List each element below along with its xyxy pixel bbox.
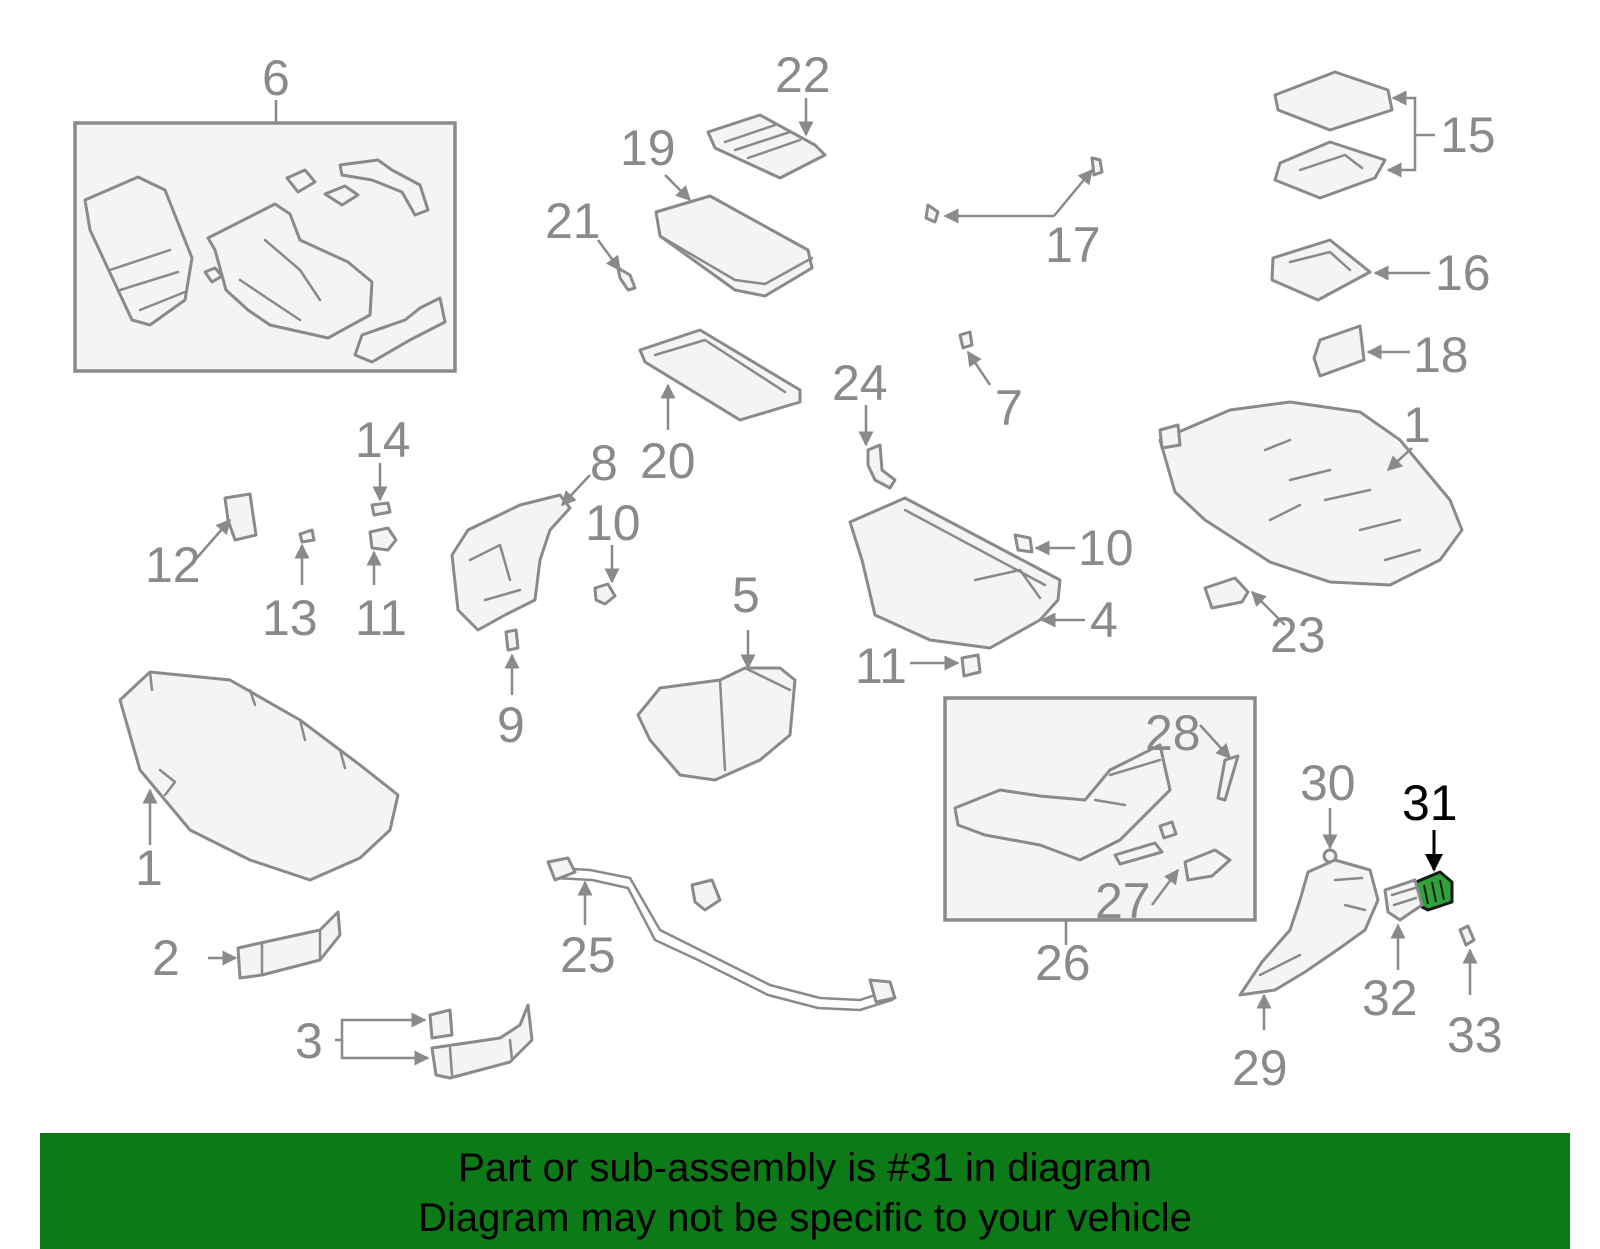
callout-29: 29 [1232, 1040, 1288, 1096]
part-17 [924, 156, 1104, 224]
console-assembly-box [73, 100, 457, 373]
callout-3: 3 [295, 1013, 323, 1069]
part-20 [638, 328, 802, 422]
callout-14: 14 [355, 412, 411, 468]
callout-28: 28 [1145, 705, 1201, 761]
callout-10-left: 10 [585, 495, 641, 551]
part-15 [1273, 70, 1394, 200]
callout-1-upper: 1 [1403, 397, 1431, 453]
callout-1-lower: 1 [135, 840, 163, 896]
callout-13: 13 [262, 590, 318, 646]
part-2 [236, 910, 342, 980]
info-banner: Part or sub-assembly is #31 in diagram D… [40, 1133, 1570, 1249]
console-duct-box [943, 696, 1257, 945]
callout-25: 25 [560, 927, 616, 983]
part-7 [958, 330, 974, 350]
part-33 [1458, 924, 1476, 947]
callout-5: 5 [732, 567, 760, 623]
part-23 [1203, 576, 1250, 610]
callout-18: 18 [1413, 327, 1469, 383]
part-9 [504, 628, 520, 652]
callout-32: 32 [1362, 970, 1418, 1026]
part-8 [450, 493, 572, 632]
callout-2: 2 [152, 930, 180, 986]
callout-23: 23 [1270, 607, 1326, 663]
callout-15: 15 [1440, 107, 1496, 163]
callout-4: 4 [1090, 592, 1118, 648]
callout-8: 8 [590, 435, 618, 491]
callout-6: 6 [262, 50, 290, 106]
callout-21: 21 [545, 193, 601, 249]
callout-19: 19 [620, 120, 676, 176]
callout-27: 27 [1095, 873, 1151, 929]
part-1-lower [118, 670, 400, 882]
part-24 [866, 443, 897, 490]
part-10-right [1013, 533, 1034, 554]
callout-33: 33 [1447, 1007, 1503, 1063]
callout-30: 30 [1300, 755, 1356, 811]
callout-10-right: 10 [1078, 520, 1134, 576]
part-32 [1383, 878, 1424, 922]
banner-line-2: Diagram may not be specific to your vehi… [418, 1196, 1192, 1240]
part-10-left [593, 582, 617, 606]
banner-line-1: Part or sub-assembly is #31 in diagram [458, 1146, 1152, 1190]
part-11-right [960, 653, 982, 678]
callout-26: 26 [1035, 935, 1091, 991]
small-parts-left [223, 492, 398, 552]
callout-17: 17 [1045, 217, 1101, 273]
part-25 [546, 856, 897, 1012]
callout-16: 16 [1435, 245, 1491, 301]
callout-11-left: 11 [355, 590, 407, 646]
part-22 [706, 113, 827, 180]
part-3 [428, 1003, 534, 1080]
part-1-upper [1158, 400, 1464, 587]
callout-9: 9 [497, 697, 525, 753]
callout-7: 7 [995, 380, 1023, 436]
part-5 [636, 666, 797, 782]
part-29 [1238, 858, 1380, 997]
part-21 [616, 266, 637, 292]
part-18 [1312, 324, 1366, 378]
callout-12: 12 [145, 537, 201, 593]
part-4 [848, 496, 1062, 650]
part-19 [654, 194, 814, 298]
callout-11-right: 11 [855, 638, 907, 694]
callout-31: 31 [1402, 775, 1458, 831]
part-16 [1270, 238, 1372, 302]
callout-22: 22 [775, 47, 831, 103]
callout-24: 24 [832, 355, 888, 411]
parts-diagram: 6 22 19 21 17 15 16 18 1 7 24 20 14 8 10… [73, 47, 1503, 1096]
callout-20: 20 [640, 433, 696, 489]
